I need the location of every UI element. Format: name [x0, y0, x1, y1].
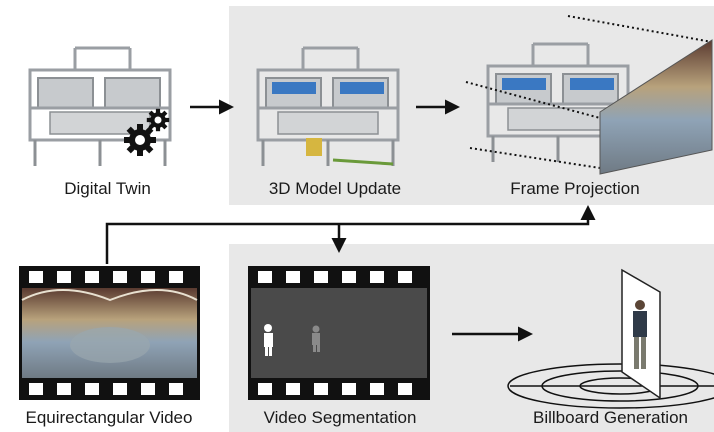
projected-frame — [599, 39, 713, 175]
frame-projection-machine — [486, 42, 630, 164]
person-mask-gray — [312, 325, 320, 352]
billboard-generation — [507, 268, 714, 409]
label-frame-projection: Frame Projection — [510, 179, 640, 198]
label-billboard-generation: Billboard Generation — [533, 408, 688, 427]
label-digital-twin: Digital Twin — [64, 179, 151, 198]
person-mask-white — [264, 324, 273, 356]
gear-small-icon — [146, 108, 170, 132]
label-equirectangular-video: Equirectangular Video — [25, 408, 193, 427]
equirectangular-video-filmstrip — [19, 266, 200, 400]
label-video-segmentation: Video Segmentation — [263, 408, 417, 427]
model-update-machine — [256, 46, 400, 168]
billboard-person — [633, 300, 647, 369]
arrow-video-to-projection — [105, 205, 596, 264]
video-segmentation-filmstrip — [248, 266, 430, 400]
label-model-update: 3D Model Update — [268, 179, 402, 198]
projection-rays — [465, 15, 713, 169]
